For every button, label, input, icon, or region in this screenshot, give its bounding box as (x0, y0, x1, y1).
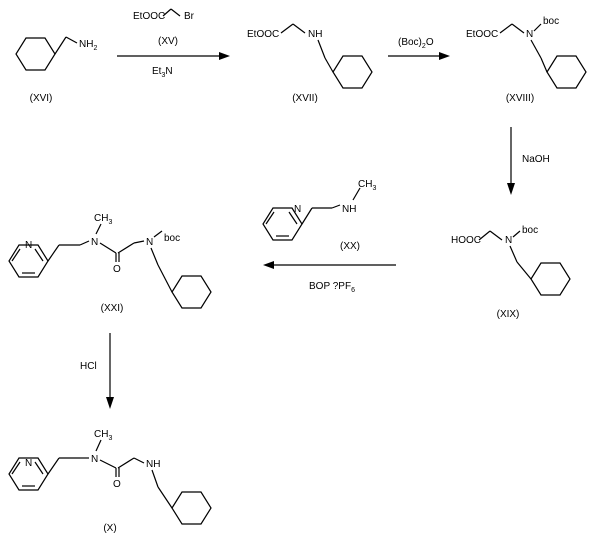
step3: NaOH (507, 127, 550, 195)
x-oxygen: O (113, 479, 121, 490)
xxi-n-py: N (25, 240, 32, 251)
x-n-amide: N (91, 454, 98, 465)
xvii-ester: EtOOC (247, 29, 279, 40)
step2: (Boc)2O (388, 37, 450, 60)
xxi-label: (XXI) (101, 303, 124, 314)
xxi-boc: boc (164, 233, 180, 244)
xx-methyl: CH3 (358, 179, 376, 192)
xviii-ester: EtOOC (466, 29, 498, 40)
compound-xx: N NH CH3 (XX) (262, 179, 376, 252)
x-nh: NH (146, 459, 160, 470)
step5-reagent: HCl (80, 361, 97, 372)
compound-xix: HOOC N boc (XIX) (451, 225, 571, 320)
xviii-boc: boc (543, 16, 559, 27)
compound-xxi: N N CH3 O N boc (XXI) (8, 213, 212, 314)
xxi-oxygen: O (113, 264, 121, 275)
step4: BOP ?PF6 (263, 261, 396, 294)
compound-xvii: EtOOC NH (XVII) (247, 23, 373, 104)
x-methyl: CH3 (94, 429, 112, 442)
xx-nh: NH (342, 204, 356, 215)
xxi-methyl: CH3 (94, 213, 112, 226)
step1-reagent: Et3N (152, 66, 173, 79)
step1: EtOOC Br (XV) Et3N (117, 8, 230, 79)
xix-boc: boc (522, 225, 538, 236)
step4-reagent: BOP ?PF6 (309, 281, 355, 294)
step5: HCl (80, 333, 114, 409)
step2-reagent: (Boc)2O (398, 37, 434, 50)
xv-halide: Br (184, 11, 195, 22)
compound-xviii: EtOOC N boc (XVIII) (466, 16, 587, 104)
xx-label: (XX) (340, 241, 360, 252)
xv-label: (XV) (158, 36, 178, 47)
step3-reagent: NaOH (522, 154, 550, 165)
compound-x: N N CH3 O NH (X) (8, 429, 212, 534)
xvii-nh: NH (308, 29, 322, 40)
xviii-n: N (526, 29, 533, 40)
xix-acid: HOOC (451, 235, 481, 246)
xvi-amine: NH2 (79, 39, 97, 52)
xix-label: (XIX) (497, 309, 520, 320)
xv-ester: EtOOC (133, 11, 165, 22)
xvi-label: (XVI) (30, 93, 53, 104)
xx-n-py: N (294, 204, 301, 215)
xvii-label: (XVII) (292, 93, 318, 104)
x-label: (X) (103, 523, 116, 534)
x-n-py: N (25, 458, 32, 469)
xxi-n-boc: N (146, 237, 153, 248)
compound-xvi: NH2 (XVI) (15, 36, 97, 104)
xxi-n-amide: N (91, 237, 98, 248)
xix-n: N (505, 235, 512, 246)
xviii-label: (XVIII) (506, 93, 534, 104)
